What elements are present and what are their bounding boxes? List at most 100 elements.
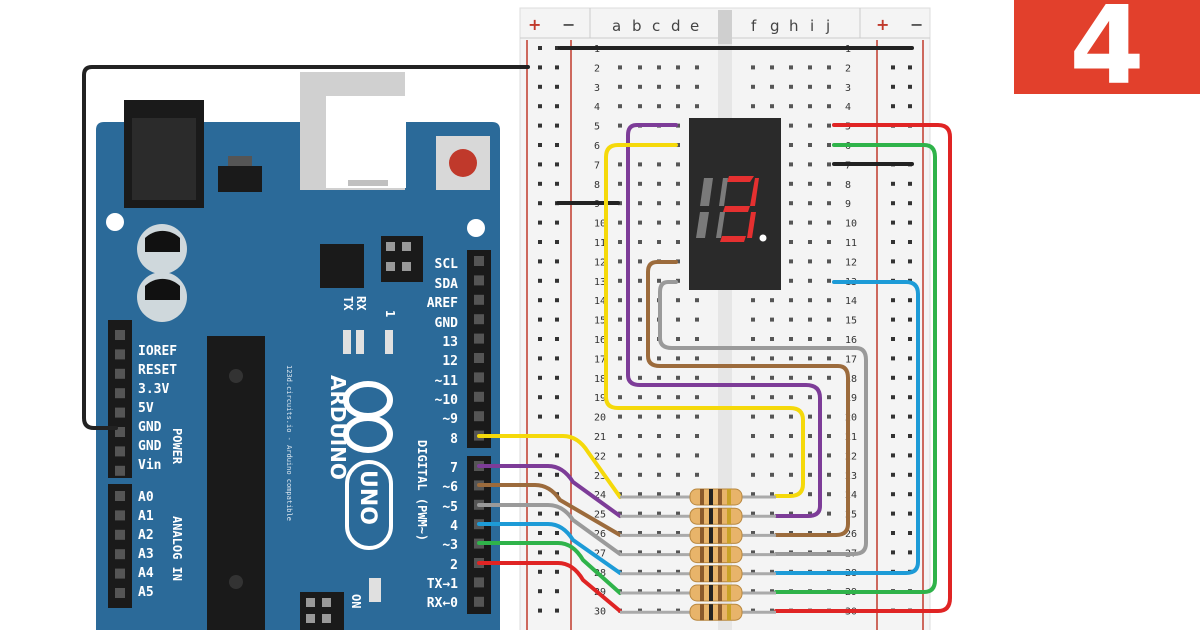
rail-hole	[891, 84, 895, 89]
resistor-band	[709, 489, 713, 505]
rail-hole	[555, 569, 559, 574]
rail-hole	[555, 278, 559, 283]
terminal-hole	[808, 278, 812, 283]
terminal-hole	[751, 511, 755, 516]
terminal-hole	[751, 589, 755, 594]
terminal-hole	[676, 278, 680, 283]
terminal-hole	[751, 569, 755, 574]
terminal-hole	[618, 240, 622, 244]
resistor	[689, 507, 743, 525]
terminal-hole	[638, 104, 642, 109]
purple-wire	[477, 464, 622, 518]
pin-label-2: 2	[450, 558, 458, 573]
resistor-band	[727, 604, 731, 621]
rail-hole	[891, 181, 895, 186]
terminal-hole	[789, 104, 793, 109]
terminal-hole	[789, 298, 793, 303]
terminal-hole	[638, 414, 642, 419]
resistor-band	[700, 527, 704, 544]
terminal-hole	[808, 143, 812, 147]
terminal-hole	[618, 434, 622, 438]
resistor	[689, 488, 743, 506]
icsp-pin	[402, 262, 411, 271]
yellow-wire	[604, 143, 805, 498]
rail-hole	[908, 356, 912, 361]
terminal-hole	[618, 259, 622, 264]
header-pin	[115, 510, 125, 521]
terminal-hole	[657, 453, 661, 458]
terminal-hole	[657, 569, 661, 574]
rail-hole	[908, 65, 912, 70]
terminal-hole	[827, 511, 831, 516]
terminal-hole	[827, 65, 831, 70]
terminal-hole	[638, 453, 642, 458]
terminal-hole	[638, 531, 642, 535]
terminal-hole	[638, 356, 642, 361]
terminal-hole	[676, 453, 680, 458]
resistor-band	[727, 546, 731, 563]
analog-pin-labels: A0 A1 A2 A3 A4 A5	[138, 490, 154, 600]
resistor-band	[718, 585, 722, 601]
terminal-hole	[808, 453, 812, 458]
pin-label-10: ~10	[435, 393, 459, 408]
terminal-hole	[695, 298, 699, 303]
resistor-band	[718, 508, 722, 525]
header-pin	[115, 330, 125, 340]
row-number: 14	[845, 296, 857, 307]
rail-hole	[908, 511, 912, 516]
terminal-hole	[618, 317, 622, 322]
terminal-hole	[638, 84, 642, 89]
tx-label: TX	[341, 296, 355, 311]
icsp-header	[300, 592, 344, 630]
header-pin	[474, 577, 484, 588]
terminal-hole	[618, 65, 622, 70]
step-number: 4	[1069, 0, 1145, 94]
arduino-logo: ARDUINO	[326, 375, 393, 480]
terminal-hole	[751, 550, 755, 555]
resistor-band	[727, 489, 731, 505]
row-number: 2	[845, 63, 851, 74]
resistor	[689, 526, 743, 544]
rail-hole	[538, 181, 542, 186]
terminal-hole	[695, 395, 699, 400]
terminal-hole	[657, 240, 661, 244]
terminal-hole	[789, 278, 793, 283]
rail-hole	[908, 531, 912, 535]
rail-hole	[538, 46, 542, 50]
terminal-hole	[751, 608, 755, 613]
terminal-hole	[751, 298, 755, 303]
row-number: 17	[845, 354, 857, 365]
rail-hole	[908, 434, 912, 438]
terminal-hole	[827, 259, 831, 264]
row-number: 21	[845, 432, 857, 443]
terminal-hole	[827, 220, 831, 225]
right-rail-minus-sign: −	[910, 15, 923, 34]
terminal-hole	[657, 608, 661, 613]
terminal-hole	[676, 569, 680, 574]
terminal-hole	[638, 375, 642, 380]
terminal-hole	[676, 472, 680, 477]
rail-hole	[555, 531, 559, 535]
row-number: 19	[845, 393, 857, 404]
rail-hole	[538, 259, 542, 264]
row-number: 16	[594, 335, 606, 346]
analog-header	[108, 484, 132, 608]
pin-label-a5: A5	[138, 585, 154, 600]
terminal-hole	[789, 181, 793, 186]
pin-label-gnd: GND	[435, 316, 459, 331]
rail-hole	[555, 356, 559, 361]
uno-badge	[345, 460, 393, 550]
one-label: 1	[383, 310, 397, 317]
left-rail-minus-sign: −	[562, 15, 575, 34]
row-number: 23	[594, 471, 606, 482]
terminal-hole	[638, 550, 642, 555]
rail-hole	[891, 104, 895, 109]
terminal-hole	[695, 472, 699, 477]
pin-label-3v3: 3.3V	[138, 382, 169, 397]
rail-hole	[891, 201, 895, 206]
terminal-hole	[751, 104, 755, 109]
terminal-hole	[657, 201, 661, 206]
header-pin	[474, 411, 484, 422]
terminal-hole	[638, 317, 642, 322]
terminal-hole	[676, 84, 680, 89]
